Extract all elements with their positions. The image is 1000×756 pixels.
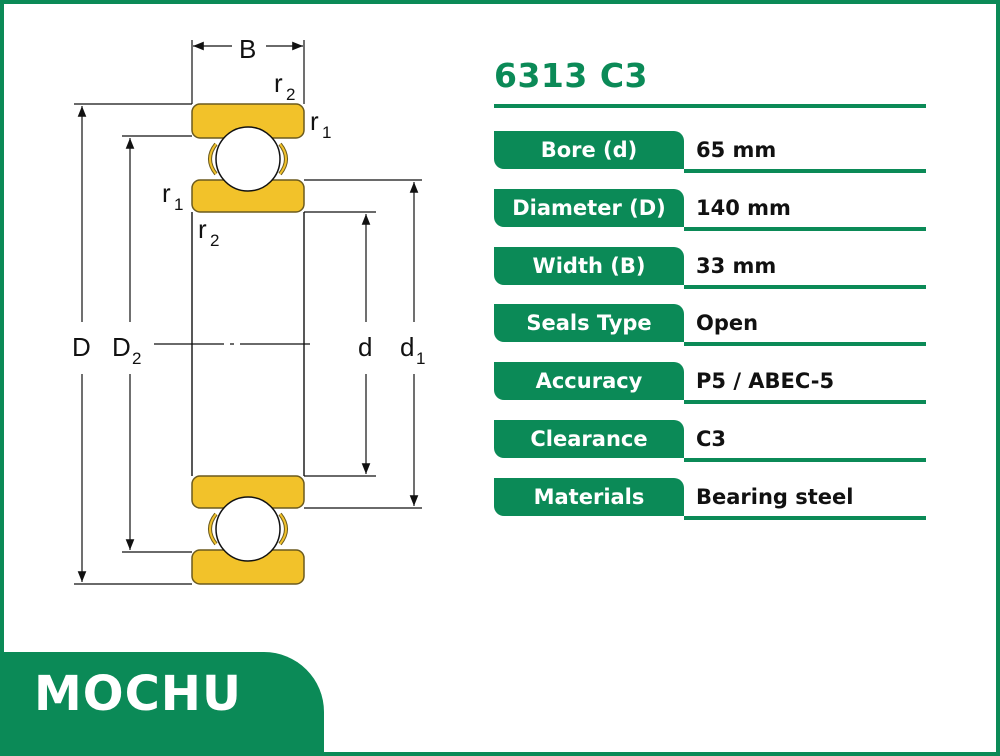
bearing-section-top [191,103,305,213]
spec-value: C3 [696,426,727,451]
spec-table: Bore (d) 65 mm Diameter (D) 140 mm Width… [494,131,926,536]
brand-banner [4,652,324,752]
label-b: B [239,34,256,64]
label-d1-sub: 1 [416,349,425,368]
spec-row-accuracy: Accuracy P5 / ABEC-5 [494,362,926,405]
spec-row-bore: Bore (d) 65 mm [494,131,926,173]
label-d1: d [400,332,414,362]
spec-label: Materials [494,477,684,516]
label-bore: d [358,332,372,362]
spec-value: Bearing steel [696,484,854,509]
spec-label: Seals Type [494,304,684,343]
spec-divider [684,515,926,520]
label-r1-top: r [310,106,319,136]
spec-value: P5 / ABEC-5 [696,369,835,394]
spec-label: Clearance [494,419,684,458]
bearing-drawing: B D D 2 d d 1 [72,34,425,585]
label-d-outer: D [72,332,91,362]
spec-label: Bore (d) [494,131,684,169]
bearing-section-bottom [191,475,305,585]
label-r2-left-sub: 2 [210,231,219,250]
brand-name: MOCHU [34,666,242,722]
label-r2-top-sub: 2 [286,85,295,104]
spec-value: 140 mm [696,195,791,220]
spec-label: Width (B) [494,246,684,285]
label-r2-top: r [274,68,283,98]
page-frame: B D D 2 d d 1 [4,4,996,752]
product-title: 6313 C3 [494,56,649,95]
spec-row-width: Width (B) 33 mm [494,246,926,289]
spec-row-materials: Materials Bearing steel [494,477,926,520]
spec-value: Open [696,311,759,336]
label-d2-sub: 2 [132,349,141,368]
spec-divider [684,400,926,405]
spec-value: 33 mm [696,253,777,278]
spec-divider [684,169,926,173]
label-d2: D [112,332,131,362]
label-r1-top-sub: 1 [322,123,331,142]
spec-label: Accuracy [494,362,684,401]
spec-divider [684,226,926,231]
spec-row-diameter: Diameter (D) 140 mm [494,188,926,231]
spec-divider [684,342,926,347]
label-r1-left-sub: 1 [174,195,183,214]
label-r1-left: r [162,178,171,208]
spec-row-clearance: Clearance C3 [494,419,926,462]
spec-divider [684,284,926,289]
spec-divider [684,457,926,462]
spec-label: Diameter (D) [494,188,684,227]
label-r2-left: r [198,214,207,244]
spec-value: 65 mm [696,138,777,162]
spec-row-seals-type: Seals Type Open [494,304,926,347]
title-divider [494,104,926,108]
